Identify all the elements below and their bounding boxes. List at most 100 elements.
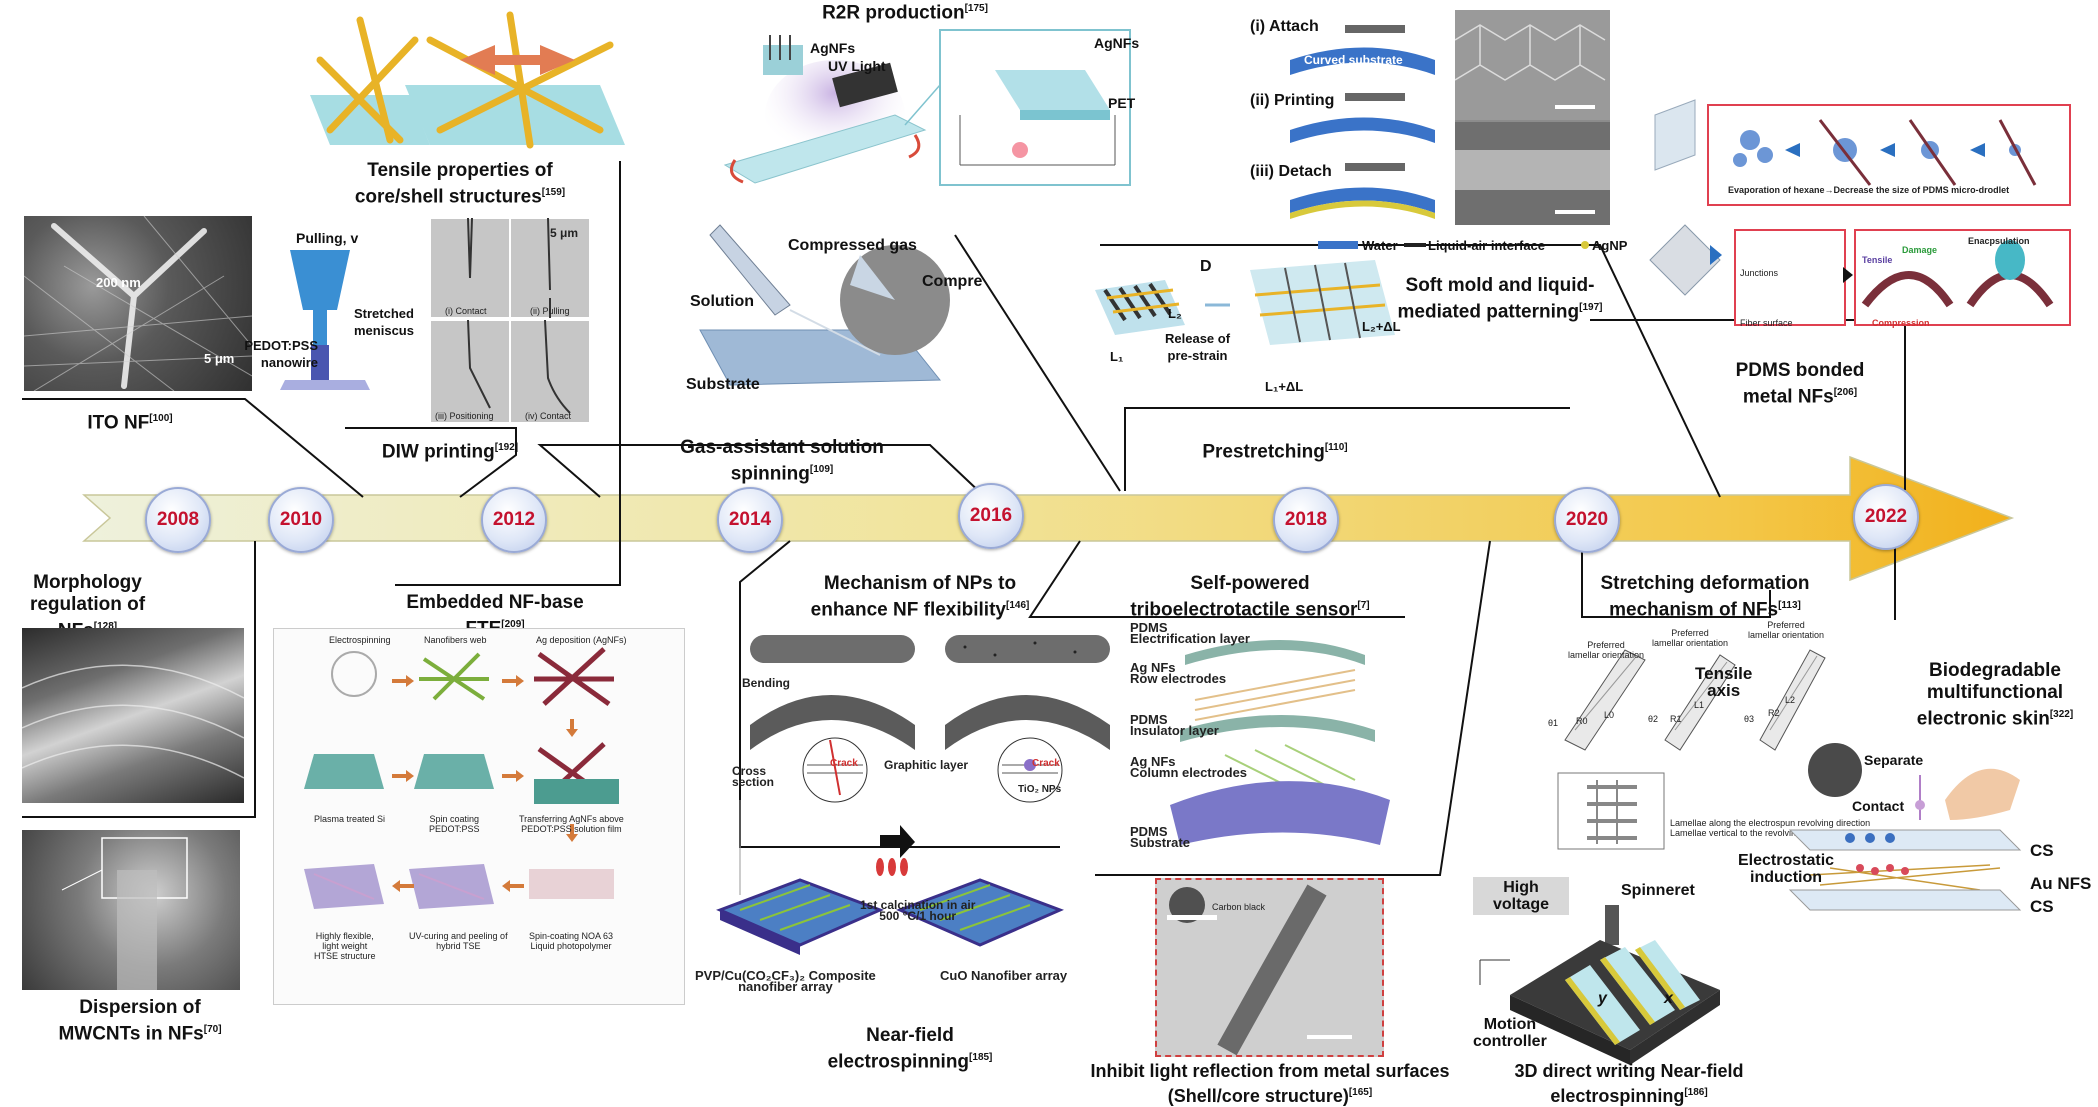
label-motion: Motion controller <box>1473 1016 1547 1050</box>
label-au-nfs: Au NFS <box>2030 874 2092 893</box>
ref: [109] <box>809 464 834 475</box>
label-l2: L₂ <box>1168 306 1182 321</box>
step-label: Highly flexible, light weight HTSE struc… <box>314 931 376 961</box>
label-r1: R1 <box>1670 714 1682 724</box>
step-label: Nanofibers web <box>424 635 487 645</box>
legend-water: Water <box>1362 238 1398 253</box>
caption-text: Stretching deformation mechanism of NFs <box>1600 573 1810 621</box>
caption-text: R2R production <box>822 2 965 24</box>
label-uv-light: UV Light <box>828 58 886 74</box>
label-encapsulation: Enacpsulation <box>1968 236 2030 246</box>
step-label: Plasma treated Si <box>314 814 386 824</box>
selfpowered-layers-illustration <box>1170 640 1390 845</box>
label-preferred-3: Preferred lamellar orientation <box>1748 620 1825 640</box>
label-spinneret: Spinneret <box>1621 882 1695 899</box>
label-crack-1: Crack <box>830 758 858 769</box>
caption-morphology: Morphology regulation of NFs[128] <box>0 572 175 642</box>
step-label: Electrospinning <box>329 635 391 645</box>
label-printing: (ii) Printing <box>1250 92 1335 109</box>
ref: [185] <box>969 1052 993 1063</box>
diw-nozzle-illustration <box>280 250 370 390</box>
year-label: 2012 <box>492 509 536 530</box>
label-cuo: CuO Nanofiber array <box>940 968 1068 983</box>
label-pdms-sub: PDMS Substrate <box>1130 824 1190 850</box>
year-label: 2020 <box>1565 509 1609 530</box>
ref: [70] <box>203 1024 222 1035</box>
ref: [159] <box>541 187 566 198</box>
nearfield-illustration <box>716 800 1064 955</box>
caption-text: Self-powered triboelectrotactile sensor <box>1130 573 1358 621</box>
ref: [7] <box>1357 600 1370 611</box>
year-node-2012: 2012 <box>481 487 547 553</box>
label-ag-row: Ag NFs Row electrodes <box>1130 660 1227 686</box>
label-pet: PET <box>1108 95 1136 111</box>
step-label: Transferring AgNFs above PEDOT:PSS solut… <box>519 814 624 834</box>
label-tensile-axis: Tensile axis <box>1695 664 1753 700</box>
label-damage: Damage <box>1902 245 1938 255</box>
caption-text: Near-field electrospinning <box>827 1025 970 1073</box>
label-x: x <box>1664 990 1673 1007</box>
caption-biodegradable: Biodegradable multifunctional electronic… <box>1900 660 2090 730</box>
label-theta2: θ2 <box>1648 714 1659 724</box>
ref: [206] <box>1833 387 1858 398</box>
label-stretched-meniscus: Stretched meniscus <box>354 306 414 338</box>
label-solution: Solution <box>690 293 754 310</box>
legend-liquid-air-swatch <box>1404 243 1426 247</box>
caption-text: ITO NF <box>87 412 150 434</box>
caption-text: Gas-assistant solution spinning <box>680 437 884 485</box>
scale-label: 5 μm <box>550 226 579 240</box>
softmold-sem-image <box>1455 10 1610 225</box>
caption-prestretch: Prestretching[110] <box>1195 437 1355 463</box>
year-label: 2022 <box>1864 506 1908 527</box>
label-r0: R0 <box>1576 716 1588 726</box>
caption-dispersion: Dispersion of MWCNTs in NFs[70] <box>55 997 225 1045</box>
caption-pdms-bonded: PDMS bonded metal NFs[206] <box>1700 360 1900 408</box>
label-ag-col: Ag NFs Column electrodes <box>1130 754 1248 780</box>
label-theta3: θ3 <box>1744 714 1755 724</box>
scale-label: 200 nm <box>96 275 141 290</box>
lamellae-inset <box>1557 772 1665 850</box>
label-l0: L0 <box>1604 710 1615 720</box>
eskin-illustration <box>1788 743 2022 911</box>
legend-agnp: AgNP <box>1592 238 1628 253</box>
step-label: Spin-coating NOA 63 Liquid photopolymer <box>529 931 614 951</box>
label-compression: Compression <box>1872 318 1930 328</box>
caption-text: Mechanism of NPs to enhance NF flexibili… <box>810 573 1017 621</box>
mechanism-illustration <box>750 635 1110 803</box>
caption-text: Tensile properties of core/shell structu… <box>354 160 553 208</box>
ref: [100] <box>149 413 173 424</box>
caption-tensile: Tensile properties of core/shell structu… <box>340 160 580 208</box>
label-attach: (i) Attach <box>1250 18 1319 35</box>
ref: [209] <box>501 619 525 630</box>
caption-nearfield: Near-field electrospinning[185] <box>790 1025 1030 1073</box>
legend-water-swatch <box>1318 241 1358 249</box>
label-carbon-black: Carbon black <box>1212 902 1266 912</box>
label-contact: Contact <box>1852 798 1905 814</box>
step-label: UV-curing and peeling of hybrid TSE <box>409 931 508 951</box>
direct-write-illustration <box>1479 905 1720 1065</box>
label-agnfs: AgNFs <box>810 40 856 56</box>
label-cs-top: CS <box>2030 841 2054 860</box>
ref: [192] <box>494 442 519 453</box>
year-node-2014: 2014 <box>717 487 783 553</box>
year-label: 2008 <box>156 509 200 530</box>
label-calcination: 1st calcination in air 500 °C/1 hour <box>860 898 976 923</box>
year-node-2022: 2022 <box>1853 484 1919 550</box>
caption-text: Prestretching <box>1202 441 1325 463</box>
tensile-illustration <box>300 0 630 155</box>
step-label: Ag deposition (AgNFs) <box>536 635 627 645</box>
ref: [186] <box>1684 1087 1708 1098</box>
panel-label: (i) Contact <box>445 306 487 316</box>
caption-text: Morphology regulation of NFs <box>29 572 146 641</box>
caption-3d-direct: 3D direct writing Near-field electrospin… <box>1484 1060 1774 1107</box>
softmold-steps-illustration: . <box>1290 25 1435 219</box>
stretching-illustration <box>1564 649 1826 751</box>
label-lamellae-2: Lamellae vertical to the revolving direc… <box>1670 828 1838 838</box>
year-node-2018: 2018 <box>1273 487 1339 553</box>
ref: [128] <box>93 621 118 632</box>
label-preferred-2: Preferred lamellar orientation <box>1652 628 1729 648</box>
panel-label: (ii) Pulling <box>530 306 570 316</box>
label-curved-substrate: Curved substrate <box>1304 53 1403 67</box>
label-agnfs-2: AgNFs <box>1094 35 1140 51</box>
